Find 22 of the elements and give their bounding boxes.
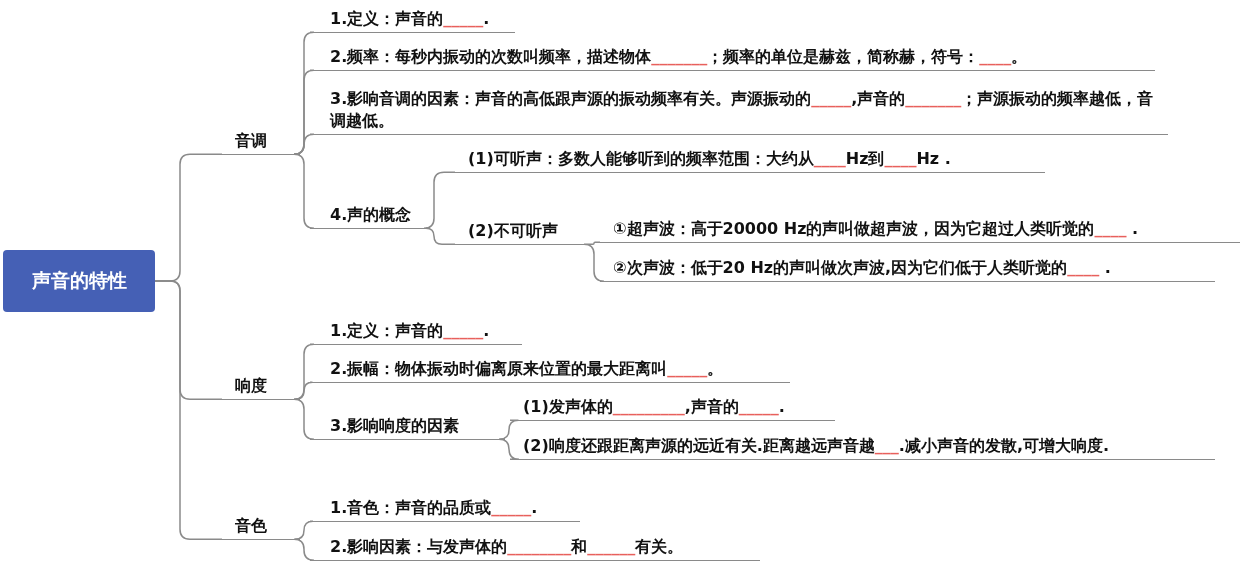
topic-text: 1.定义：声音的_____.	[310, 317, 522, 345]
topic-text: 音色	[222, 512, 300, 540]
topic-text: 4.声的概念	[310, 201, 430, 229]
topic-text: 2.频率：每秒内振动的次数叫频率，描述物体_______；频率的单位是赫兹，简称赫，符号：____。	[310, 43, 1155, 71]
topic-text: 3.影响响度的因素	[310, 412, 505, 440]
topic-text: 音调	[222, 127, 300, 155]
topic-text: (2)响度还跟距离声源的远近有关.距离越远声音越___.减小声音的发散,可增大响度.	[510, 432, 1215, 460]
topic-text: 3.影响音调的因素：声音的高低跟声源的振动频率有关。声源振动的_____,声音的_______；声源振动的频率越低，音调越低。	[310, 83, 1168, 135]
topic-text: 响度	[222, 372, 300, 400]
branch-line	[589, 241, 601, 245]
topic-text: ①超声波：高于20000 Hz的声叫做超声波，因为它超过人类听觉的____ .	[600, 215, 1240, 243]
branch-line	[423, 171, 456, 229]
root-topic-box: 声音的特性	[3, 250, 155, 312]
topic-text: 2.振幅：物体振动时偏离原来位置的最大距离叫_____。	[310, 355, 790, 383]
topic-text: 1.音色：声音的品质或_____.	[310, 494, 580, 522]
topic-text: ②次声波：低于20 Hz的声叫做次声波,因为它们低于人类听觉的____ .	[600, 254, 1215, 282]
branch-line	[154, 280, 223, 540]
topic-text: (1)发声体的_________,声音的_____.	[510, 393, 835, 421]
topic-text: 1.定义：声音的_____.	[310, 5, 515, 33]
topic-text: 2.影响因素：与发声体的________和______有关。	[310, 533, 760, 561]
topic-text: (1)可听声：多数人能够听到的频率范围：大约从____Hz到____Hz .	[455, 145, 1045, 173]
topic-text: (2)不可听声	[455, 217, 590, 245]
